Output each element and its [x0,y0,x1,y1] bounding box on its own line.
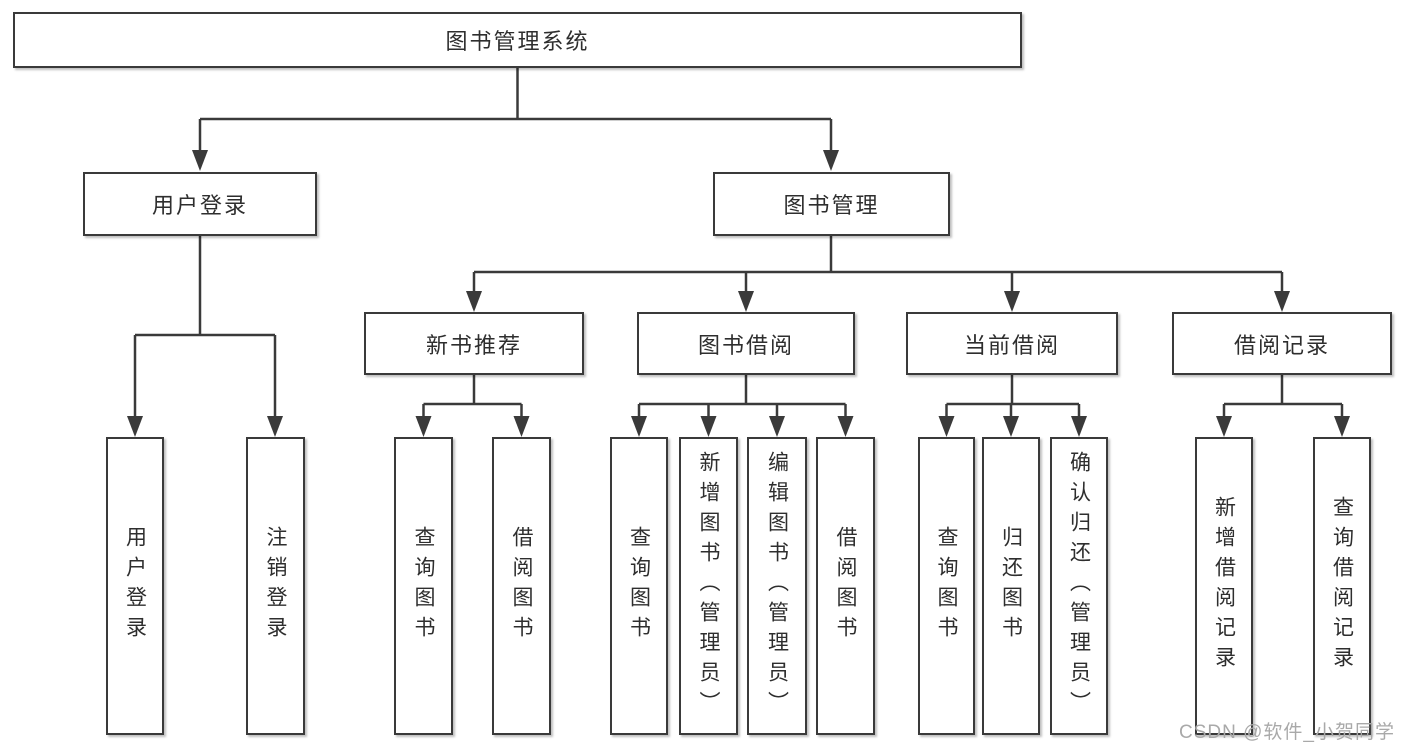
leaf-borrowing-add-books-admin: 新增图书（管理员） [679,437,738,735]
leaf-borrowing-borrow-books-label: 借阅图书 [834,526,858,646]
node-current-borrowing-label: 当前借阅 [963,332,1060,358]
node-library-management-system: 图书管理系统 [13,12,1022,68]
leaf-records-add-borrow-record-label: 新增借阅记录 [1212,496,1236,676]
leaf-logout: 注销登录 [246,437,305,735]
node-borrowing-records: 借阅记录 [1172,312,1392,375]
leaf-current-confirm-return-admin: 确认归还（管理员） [1050,437,1108,735]
leaf-logout-label: 注销登录 [264,526,288,646]
node-book-borrowing: 图书借阅 [637,312,855,375]
leaf-borrowing-borrow-books: 借阅图书 [816,437,875,735]
node-user-login-label: 用户登录 [151,193,248,218]
leaf-recommend-query-books: 查询图书 [394,437,453,735]
leaf-borrowing-query-books: 查询图书 [610,437,668,735]
node-new-book-recommendation-label: 新书推荐 [425,332,522,358]
leaf-current-confirm-return-admin-label: 确认归还（管理员） [1067,451,1091,721]
leaf-current-query-books-label: 查询图书 [935,526,959,646]
node-book-management: 图书管理 [713,172,950,236]
leaf-recommend-borrow-books-label: 借阅图书 [510,526,534,646]
leaf-borrowing-edit-books-admin: 编辑图书（管理员） [747,437,807,735]
leaf-records-query-borrow-record-label: 查询借阅记录 [1330,496,1354,676]
leaf-recommend-borrow-books: 借阅图书 [492,437,551,735]
node-book-borrowing-label: 图书借阅 [697,332,794,358]
leaf-user-login-label: 用户登录 [123,526,147,646]
node-current-borrowing: 当前借阅 [906,312,1118,375]
leaf-borrowing-edit-books-admin-label: 编辑图书（管理员） [765,451,789,721]
leaf-recommend-query-books-label: 查询图书 [412,526,436,646]
node-new-book-recommendation: 新书推荐 [364,312,584,375]
leaf-current-query-books: 查询图书 [918,437,975,735]
leaf-borrowing-add-books-admin-label: 新增图书（管理员） [697,451,721,721]
node-borrowing-records-label: 借阅记录 [1233,332,1330,358]
node-book-management-label: 图书管理 [783,193,880,218]
leaf-current-return-books-label: 归还图书 [999,526,1023,646]
node-user-login: 用户登录 [83,172,317,236]
leaf-user-login: 用户登录 [106,437,164,735]
node-library-management-system-label: 图书管理系统 [445,29,590,54]
watermark: CSDN @软件_小贺同学 [1179,722,1395,743]
leaf-records-add-borrow-record: 新增借阅记录 [1195,437,1253,735]
leaf-current-return-books: 归还图书 [982,437,1040,735]
leaf-records-query-borrow-record: 查询借阅记录 [1313,437,1371,735]
leaf-borrowing-query-books-label: 查询图书 [627,526,651,646]
